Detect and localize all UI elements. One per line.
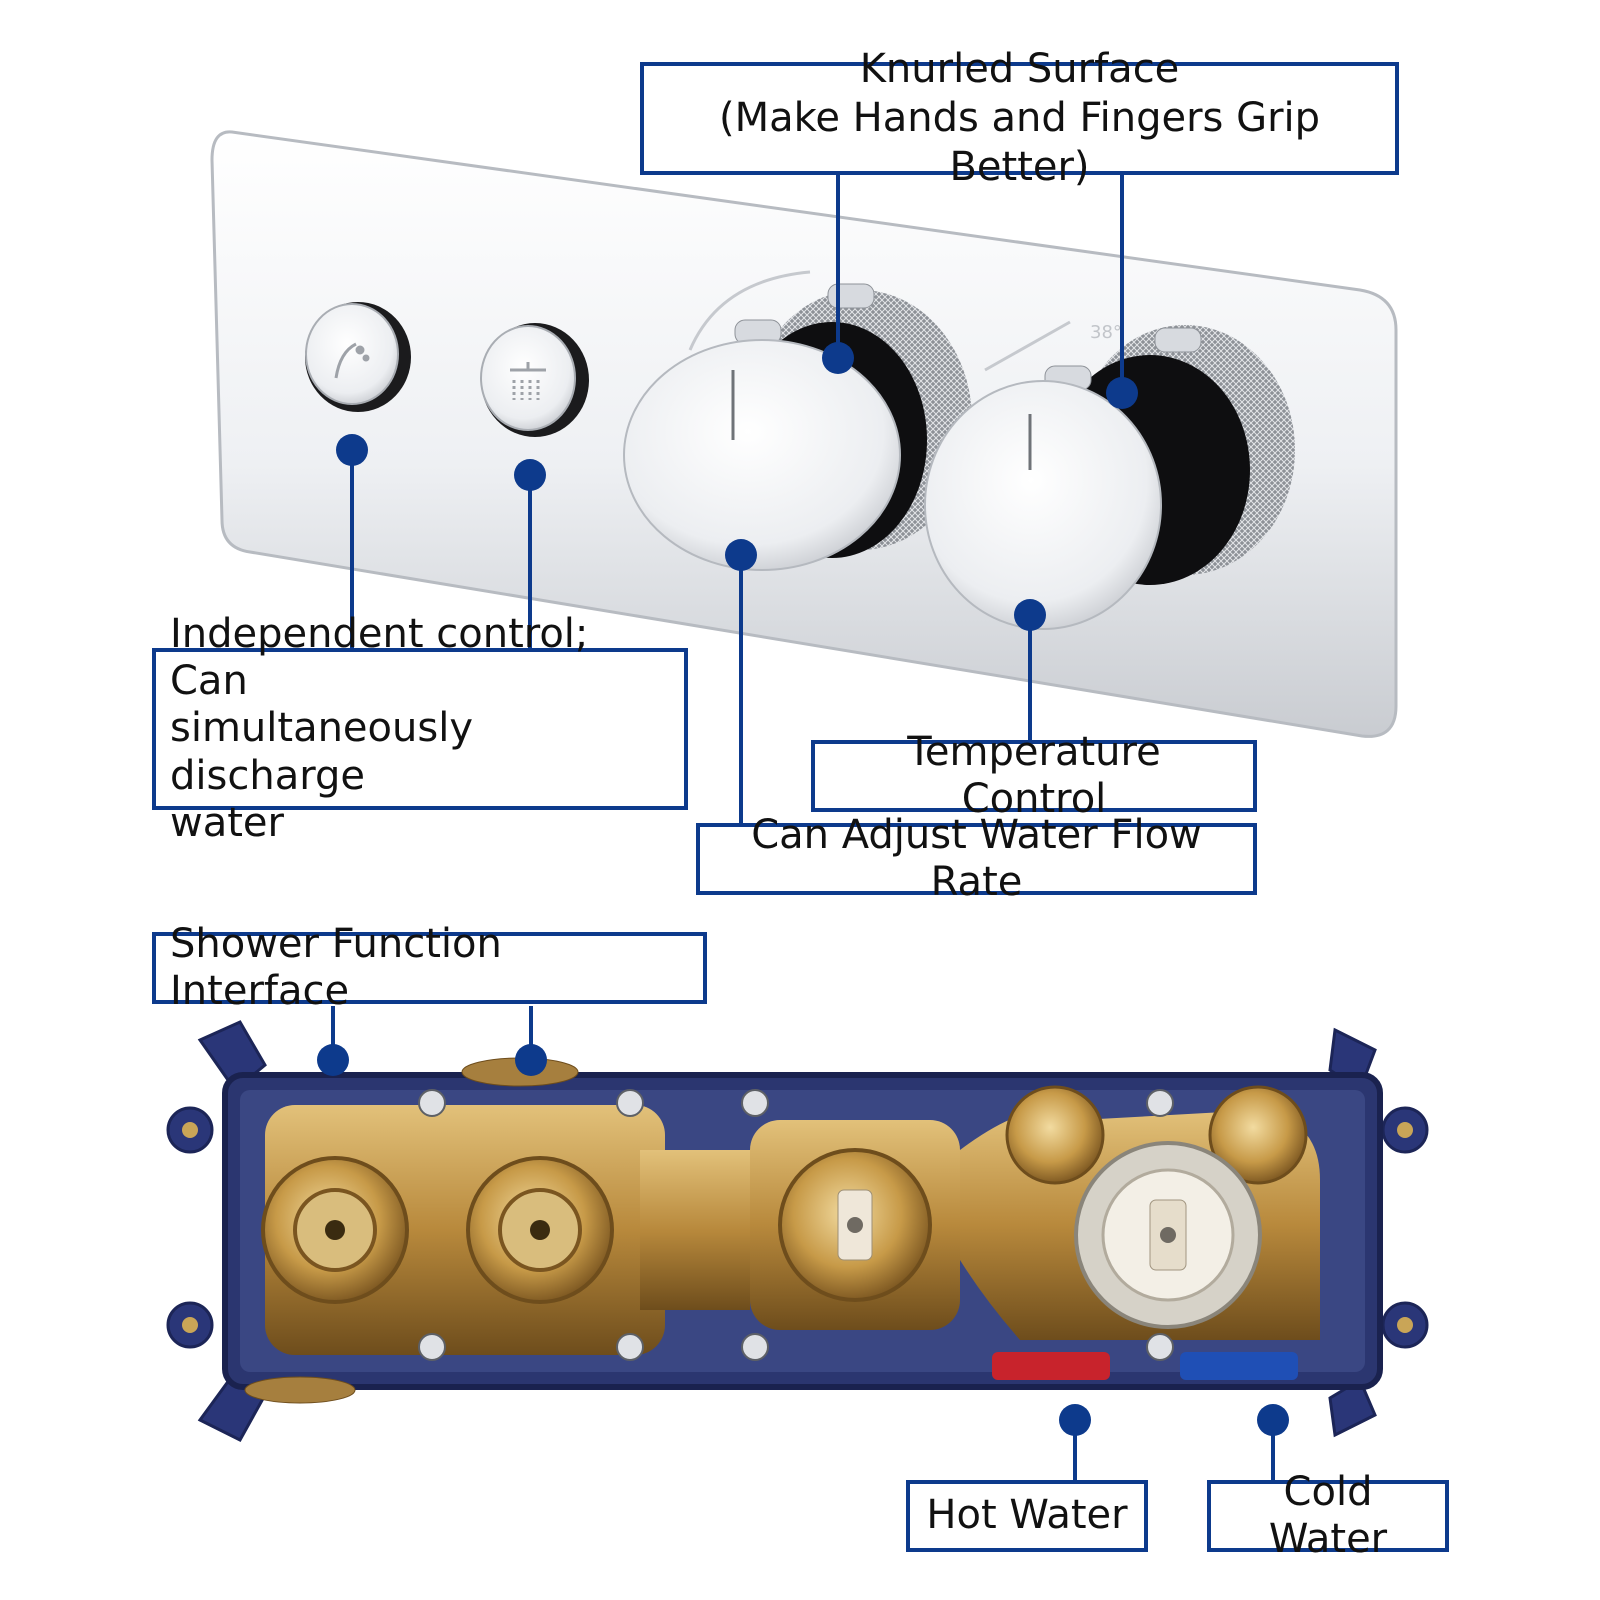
outlet-valve-2 [466,1156,614,1304]
cold-water-text: Cold Water [1268,1468,1388,1562]
flow-rate-text: Can Adjust Water Flow Rate [751,811,1202,905]
independent-control-label: Independent control; Can simultaneously … [152,611,688,846]
callout-lines [331,174,1275,1480]
hand-shower-icon [334,342,370,379]
callout-dots [317,342,1289,1436]
outlet-valve-1 [261,1156,409,1304]
brass-valve-body [244,1057,1320,1404]
flow-rate-label: Can Adjust Water Flow Rate [696,812,1257,905]
cold-inlet-cap [1180,1352,1298,1380]
hot-water-text: Hot Water [926,1492,1128,1539]
flow-rate-knob[interactable] [623,283,972,571]
temperature-scale [688,270,1071,372]
rain-shower-button[interactable] [480,323,589,437]
rain-shower-icon [510,362,546,400]
flow-cartridge [778,1148,932,1302]
housing-screws [418,1089,1174,1361]
shower-function-interface-label: Shower Function Interface [152,921,707,1014]
temperature-control-text: Temperature Control [907,728,1161,822]
independent-control-text: Independent control; Can simultaneously … [170,611,589,846]
temperature-control-label: Temperature Control [811,729,1257,822]
hot-water-label: Hot Water [906,1480,1148,1552]
thermostatic-cartridge [1074,1141,1262,1329]
knurled-surface-text: Knurled Surface (Make Hands and Fingers … [718,46,1321,190]
cold-water-label: Cold Water [1207,1469,1449,1562]
scale-mark-label: 38° [1090,322,1122,343]
shower-function-interface-text: Shower Function Interface [170,920,502,1014]
hot-inlet-cap [992,1352,1110,1380]
hand-shower-button[interactable] [305,302,411,412]
temperature-knob[interactable] [924,325,1295,630]
knurled-surface-label: Knurled Surface (Make Hands and Fingers … [640,46,1399,190]
